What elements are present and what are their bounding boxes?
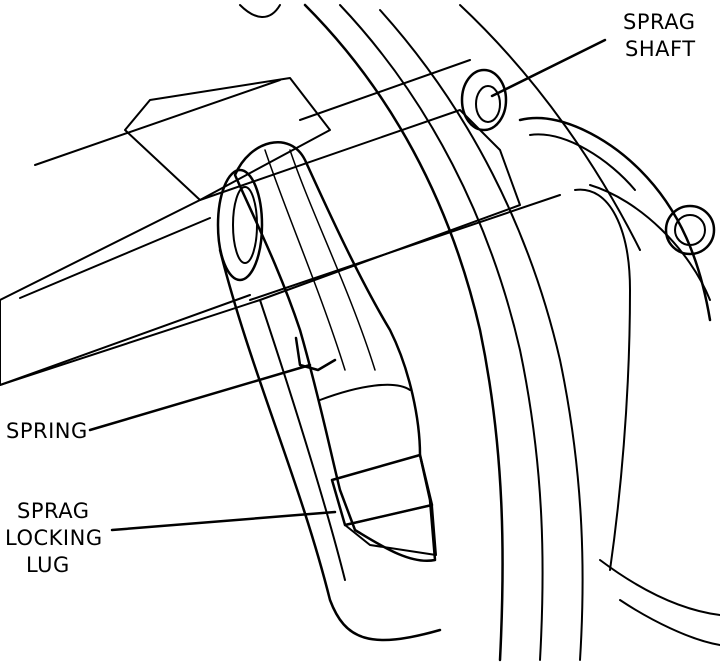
label-spring: SPRING <box>6 419 88 443</box>
spring-leader <box>88 363 312 432</box>
label-sprag-shaft-line2: SHAFT <box>625 37 696 61</box>
sprag-spring <box>294 336 337 372</box>
label-lug-line2: LOCKING <box>5 526 103 550</box>
sprag-shaft-end <box>460 68 508 132</box>
sprag-locking-lug-block <box>330 453 437 556</box>
casting-pocket <box>574 188 716 571</box>
sprag-lever <box>233 141 437 563</box>
label-lug-line3: LUG <box>26 553 70 577</box>
shaft-housing <box>0 59 561 386</box>
leader-lines <box>88 38 607 532</box>
sprag-shaft-leader <box>490 38 607 98</box>
label-sprag-locking-lug: SPRAG LOCKING LUG <box>5 499 103 577</box>
label-sprag-shaft-line1: SPRAG <box>623 10 696 34</box>
locking-lug-leader <box>110 510 337 532</box>
transmission-case-wall <box>239 3 720 662</box>
label-spring-line1: SPRING <box>6 419 88 443</box>
label-lug-line1: SPRAG <box>17 499 90 523</box>
sprag-cavity-arc <box>218 248 442 642</box>
label-sprag-shaft: SPRAG SHAFT <box>623 10 696 61</box>
